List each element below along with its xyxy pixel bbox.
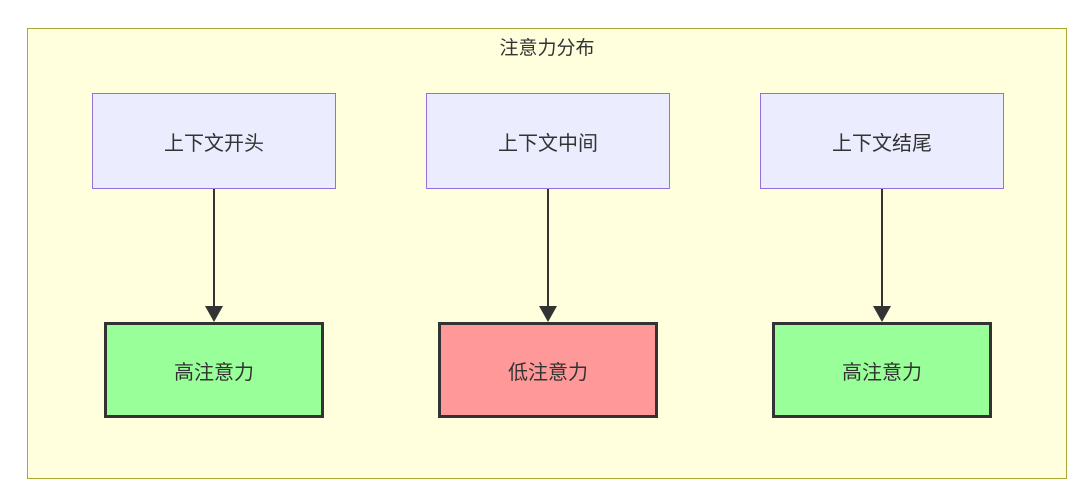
node-low-attention-label: 低注意力 (508, 361, 588, 384)
node-high-attention-1: 高注意力 (104, 322, 324, 418)
diagram-title: 注意力分布 (499, 38, 595, 59)
arrow-down-icon (205, 189, 223, 322)
node-high-attention-1-label: 高注意力 (174, 361, 254, 384)
node-context-middle: 上下文中间 (426, 93, 670, 189)
node-high-attention-2-label: 高注意力 (842, 361, 922, 384)
node-context-middle-label: 上下文中间 (498, 132, 598, 155)
node-context-start-label: 上下文开头 (164, 132, 264, 155)
arrow-down-icon (873, 189, 891, 322)
node-context-end: 上下文结尾 (760, 93, 1004, 189)
node-low-attention: 低注意力 (438, 322, 658, 418)
attention-distribution-diagram: 注意力分布 上下文开头 高注意力 上下文中间 低注意力 上下文结尾 高注意力 (27, 28, 1067, 479)
arrow-down-icon (539, 189, 557, 322)
node-context-end-label: 上下文结尾 (832, 132, 932, 155)
node-high-attention-2: 高注意力 (772, 322, 992, 418)
node-context-start: 上下文开头 (92, 93, 336, 189)
